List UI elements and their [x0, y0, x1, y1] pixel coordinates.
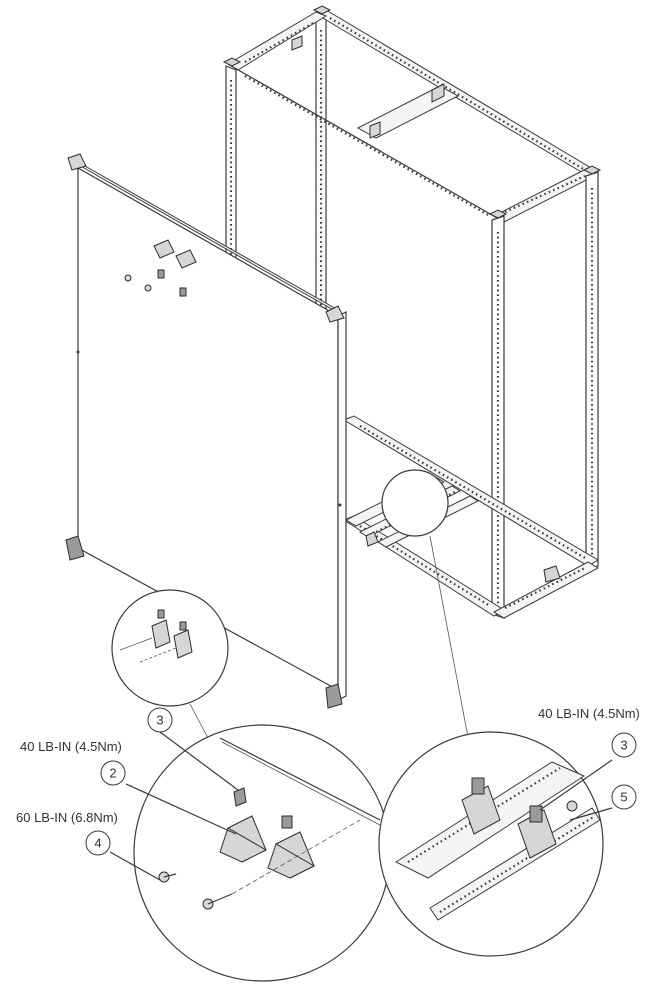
torque-label-right-upper: 40 LB-IN (4.5Nm) [538, 706, 640, 721]
leader-4-left [109, 851, 161, 881]
svg-text:3: 3 [156, 713, 163, 728]
svg-text:5: 5 [620, 790, 627, 805]
leader-5-right [569, 807, 613, 821]
callout-2-left: 2 [100, 760, 126, 786]
callout-5-right: 5 [611, 784, 637, 810]
svg-text:3: 3 [620, 738, 627, 753]
mounting-panel [65, 153, 347, 709]
callout-3-right: 3 [611, 732, 637, 758]
detail-circle-panel-large [133, 724, 391, 982]
leader-line [189, 703, 209, 739]
svg-text:4: 4 [94, 836, 101, 851]
torque-label-left-lower: 60 LB-IN (6.8Nm) [16, 810, 118, 825]
leader-2-left [125, 783, 237, 835]
svg-text:2: 2 [109, 766, 116, 781]
leader-3-left [159, 731, 239, 791]
leader-3-right [539, 759, 613, 811]
callout-4-left: 4 [85, 830, 111, 856]
detail-circle-frame-large [378, 731, 604, 957]
callout-3-left: 3 [147, 707, 173, 733]
detail-circle-panel-small [111, 589, 229, 707]
detail-circle-frame-small [381, 469, 449, 537]
leader-line [429, 535, 471, 749]
torque-label-left-upper: 40 LB-IN (4.5Nm) [20, 739, 122, 754]
